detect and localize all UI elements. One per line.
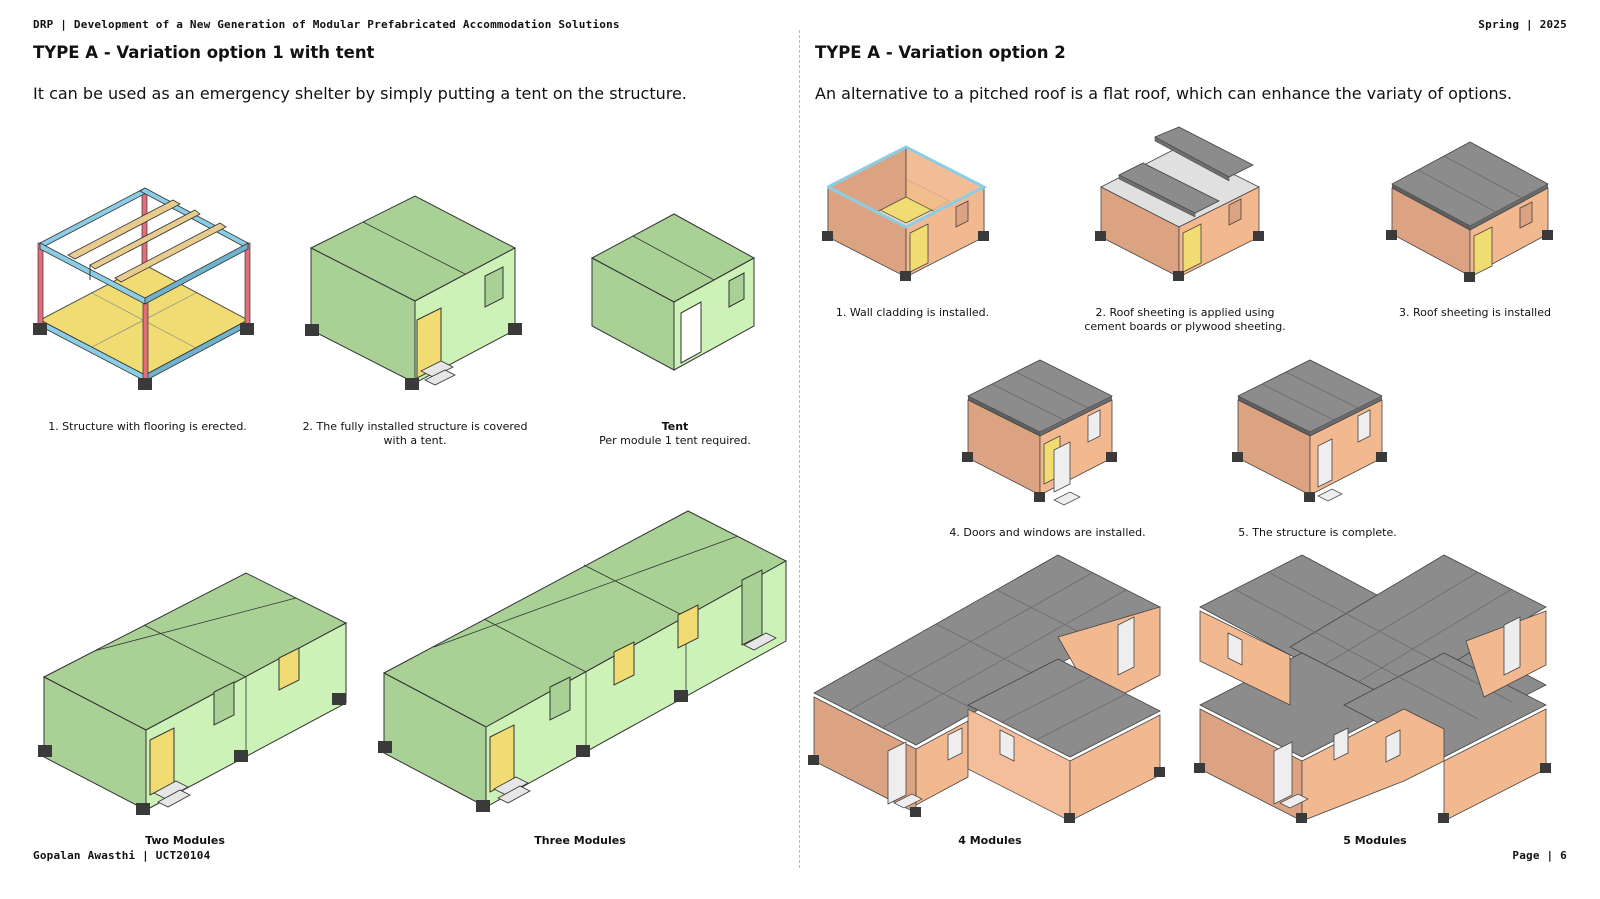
document-footer-author: Gopalan Awasthi | UCT20104 xyxy=(33,849,211,862)
structure-complete-illustration xyxy=(1232,359,1387,502)
right-step-3-caption: 3. Roof sheeting is installed xyxy=(1399,306,1551,319)
left-section-title: TYPE A - Variation option 1 with tent xyxy=(33,43,375,62)
right-step-2-caption: 2. Roof sheeting is applied using cement… xyxy=(1084,306,1286,333)
document-header-title: DRP | Development of a New Generation of… xyxy=(33,18,620,31)
five-modules-illustration xyxy=(1194,554,1551,823)
tent-covered-structure-illustration xyxy=(305,195,522,390)
left-section-description: It can be used as an emergency shelter b… xyxy=(33,84,687,103)
page-number: Page | 6 xyxy=(1512,849,1567,862)
document-header-term: Spring | 2025 xyxy=(1478,18,1567,31)
right-section-title: TYPE A - Variation option 2 xyxy=(815,43,1066,62)
three-modules-label: Three Modules xyxy=(534,834,626,847)
right-step-4-caption: 4. Doors and windows are installed. xyxy=(949,526,1146,539)
two-modules-illustration xyxy=(38,572,348,815)
roof-installed-illustration xyxy=(1386,141,1553,282)
tent-illustration xyxy=(590,213,756,371)
wall-cladding-illustration xyxy=(822,145,989,281)
structure-frame-illustration xyxy=(33,187,254,390)
left-step-3-caption: Per module 1 tent required. xyxy=(599,434,751,447)
left-step-2-caption: 2. The fully installed structure is cove… xyxy=(302,420,528,447)
two-modules-label: Two Modules xyxy=(145,834,225,847)
right-step-1-caption: 1. Wall cladding is installed. xyxy=(835,306,990,319)
five-modules-label: 5 Modules xyxy=(1343,834,1407,847)
roof-sheeting-applied-illustration xyxy=(1095,126,1264,281)
doors-windows-illustration xyxy=(962,359,1117,506)
right-section-description: An alternative to a pitched roof is a fl… xyxy=(815,84,1513,103)
three-modules-illustration xyxy=(378,510,788,812)
four-modules-label: 4 Modules xyxy=(958,834,1022,847)
left-step-3-caption-title: Tent xyxy=(661,420,689,433)
left-step-1-caption: 1. Structure with flooring is erected. xyxy=(48,420,247,433)
right-step-5-caption: 5. The structure is complete. xyxy=(1238,526,1397,539)
four-modules-illustration xyxy=(808,554,1165,823)
page-divider xyxy=(799,30,800,868)
